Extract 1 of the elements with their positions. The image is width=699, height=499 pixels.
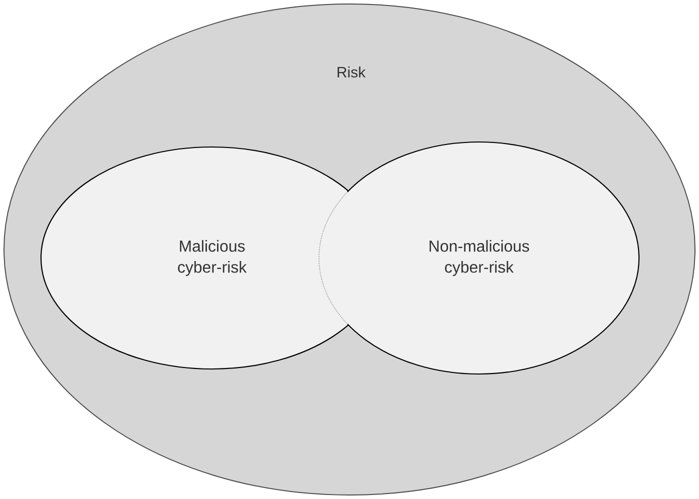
node-label: Non-malicious cyber-risk xyxy=(430,240,530,276)
